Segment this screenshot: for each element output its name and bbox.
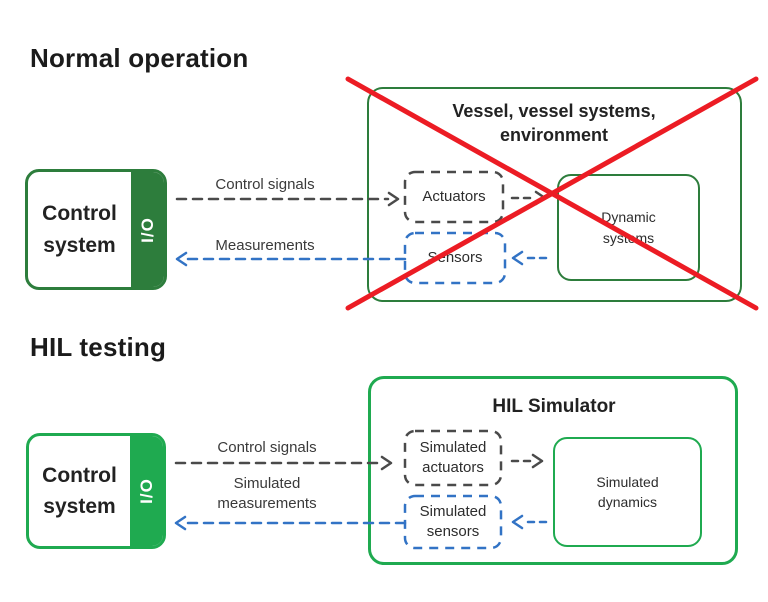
dynamic-systems-box: Dynamic systems [557,174,700,281]
io-strip: I/O [130,436,163,546]
actuators-box: Actuators [422,187,486,205]
simulated-sensors-box: Simulated sensors [419,502,487,540]
control-system-box-normal: Control system I/O [25,169,167,290]
simulated-dynamics-label: Simulated dynamics [596,473,659,510]
control-system-box-hil: Control system I/O [26,433,166,549]
control-signals-arrow-hil [174,455,393,471]
dynamic-systems-label: Dynamic systems [601,209,656,246]
measurements-label: Measurements [215,237,315,254]
normal-operation-heading: Normal operation [30,43,249,73]
sensors-box: Sensors [427,248,483,266]
control-system-label: Control system [42,463,117,519]
io-label: I/O [136,478,156,504]
simulated-actuators-box: Simulated actuators [419,438,487,476]
io-label: I/O [137,216,157,243]
simulated-dynamics-box: Simulated dynamics [553,437,702,547]
simulated-measurements-label: Simulated measurements [217,475,317,513]
hil-testing-heading: HIL testing [30,332,167,362]
control-signals-label-normal: Control signals [215,176,315,193]
vessel-title: Vessel, vessel systems, environment [452,101,656,146]
control-system-label: Control system [42,202,117,257]
control-signals-label-hil: Control signals [217,439,317,456]
hil-simulator-title: HIL Simulator [492,396,616,417]
io-strip: I/O [131,172,164,287]
